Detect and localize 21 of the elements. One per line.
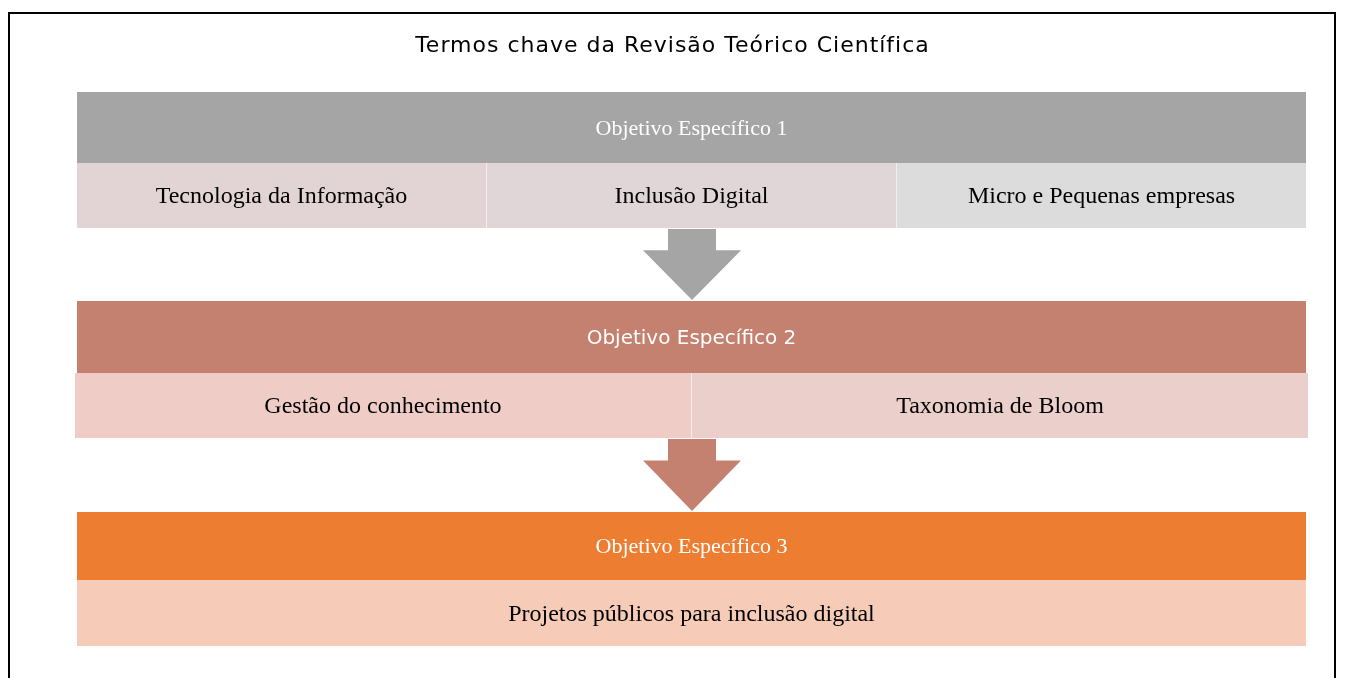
objective-band <box>77 301 1306 373</box>
objective-band <box>77 512 1306 580</box>
term-cell <box>692 373 1308 438</box>
term-label: Tecnologia da Informação <box>155 182 408 209</box>
term-label: Projetos públicos para inclusão digital <box>508 599 875 627</box>
term-label: Gestão do conhecimento <box>264 392 502 419</box>
term-cell <box>75 373 692 438</box>
term-label: Objetivo Específico 2 <box>586 325 797 349</box>
term-label: Micro e Pequenas empresas <box>967 182 1236 209</box>
objective-band <box>77 92 1306 163</box>
term-cell <box>77 580 1306 646</box>
term-label: Objetivo Específico 1 <box>595 114 788 141</box>
term-label: Taxonomia de Bloom <box>896 392 1104 419</box>
term-cell <box>487 163 897 228</box>
term-label: Inclusão Digital <box>614 182 769 209</box>
term-cell <box>897 163 1306 228</box>
term-cell <box>77 163 487 228</box>
diagram-title: Termos chave da Revisão Teórico Científica <box>414 31 931 57</box>
block-arrow <box>643 229 741 300</box>
term-label: Objetivo Específico 3 <box>595 533 788 559</box>
block-arrow <box>643 439 741 511</box>
